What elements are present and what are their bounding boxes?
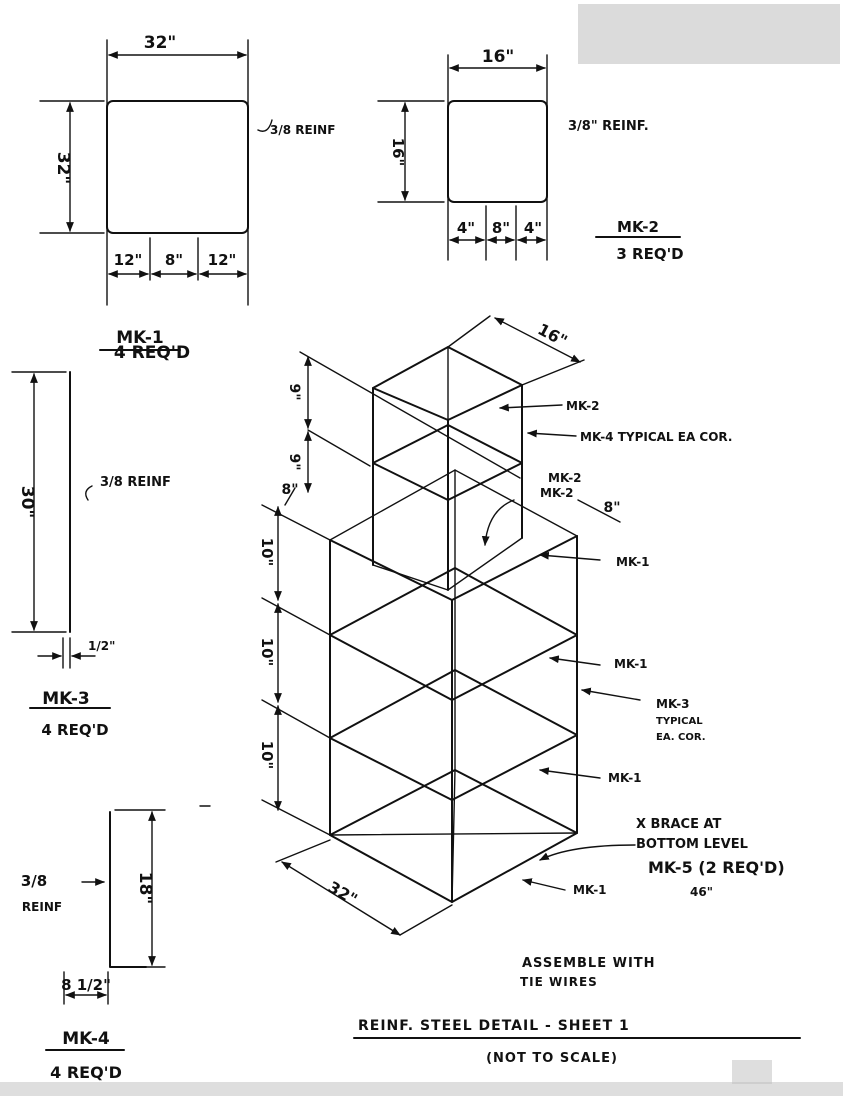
mk4-length-dim: 18" (135, 872, 155, 905)
assembly-dim-10c: 10" (258, 741, 276, 770)
mk1-seg-left: 12" (114, 251, 143, 269)
mk1-height-dim: 32" (53, 152, 73, 185)
mk1-qty: 4 REQ'D (114, 343, 190, 363)
mk1-seg-mid: 8" (165, 251, 183, 269)
assembly-dim-8: 8" (281, 482, 298, 498)
mk4-reinf-top: 3/8 (21, 872, 47, 890)
mk3-hook-dim: 1/2" (88, 639, 115, 653)
mk2-width-dim: 16" (482, 47, 515, 67)
xbrace-length: 46" (690, 885, 713, 899)
note-assemble-b: TIE WIRES (520, 975, 598, 989)
assembly-isometric (261, 315, 641, 936)
xbrace-line-b: BOTTOM LEVEL (636, 837, 748, 852)
mk2-mark: MK-2 (617, 218, 659, 236)
mk1-mark: MK-1 (116, 328, 164, 348)
top-ring-3 (372, 537, 523, 591)
scan-noise (0, 4, 843, 1096)
assembly-top-width: 16" (535, 320, 571, 351)
label-mk1-d: MK-1 (573, 883, 607, 897)
label-mk2-mid-a: MK-2 (548, 471, 582, 485)
mk2-qty: 3 REQ'D (616, 245, 683, 263)
label-mk3-ea-cor: EA. COR. (656, 732, 706, 743)
mk4-detail (45, 805, 211, 1051)
mk1-reinf-note: 3/8 REINF (270, 123, 335, 137)
label-mk4-typical: MK-4 TYPICAL EA COR. (580, 430, 732, 444)
label-mk2-top: MK-2 (566, 399, 600, 413)
note-assemble-a: ASSEMBLE WITH (522, 956, 656, 971)
mk4-hook-dim: 8 1/2" (61, 976, 111, 994)
assembly-dim-9b: 9" (286, 453, 302, 470)
assembly-dim-8-right: 8" (603, 500, 620, 516)
sheet-title: REINF. STEEL DETAIL - SHEET 1 (358, 1018, 630, 1034)
mk1-square (106, 100, 249, 234)
mk2-square (447, 100, 548, 203)
mk1-detail (39, 39, 273, 351)
label-mk2-mid-b: MK-2 (540, 486, 574, 500)
xbrace-line-a: X BRACE AT (636, 817, 722, 832)
mk2-seg-left: 4" (457, 219, 475, 237)
label-mk3-typical: TYPICAL (656, 716, 703, 727)
label-mk1-b: MK-1 (614, 657, 648, 671)
ring-top-back (329, 469, 578, 541)
sheet-subtitle: (NOT TO SCALE) (486, 1051, 618, 1066)
label-mk1-c: MK-1 (608, 771, 642, 785)
mk3-mark: MK-3 (42, 689, 90, 709)
mk4-mark: MK-4 (62, 1029, 110, 1049)
mk2-seg-mid: 8" (492, 219, 510, 237)
mk2-seg-right: 4" (524, 219, 542, 237)
top-ring-2 (372, 424, 523, 501)
ring-3 (329, 669, 578, 801)
assembly-dim-10b: 10" (258, 638, 276, 667)
mk3-length-dim: 30" (17, 486, 37, 519)
mk1-seg-right: 12" (208, 251, 237, 269)
assembly-base-width: 32" (325, 877, 361, 909)
label-mk1-a: MK-1 (616, 555, 650, 569)
mk4-reinf-bottom: REINF (22, 900, 62, 914)
ring-2 (329, 567, 578, 701)
mk2-detail (377, 54, 681, 261)
mk1-width-dim: 32" (144, 33, 177, 53)
xbrace-line-c: MK-5 (2 REQ'D) (648, 858, 785, 877)
x-brace-b (451, 769, 456, 903)
assembly-dim-9a: 9" (286, 383, 302, 400)
mk3-detail (11, 371, 111, 709)
mk2-height-dim: 16" (389, 138, 407, 167)
ring-top-front (329, 535, 578, 601)
mk2-reinf-note: 3/8" REINF. (568, 119, 649, 134)
mk3-reinf-note: 3/8 REINF (100, 475, 171, 490)
assembly-dim-10a: 10" (258, 538, 276, 567)
mk4-qty: 4 REQ'D (50, 1063, 122, 1082)
label-mk3: MK-3 (656, 697, 690, 711)
mk3-qty: 4 REQ'D (41, 721, 108, 739)
